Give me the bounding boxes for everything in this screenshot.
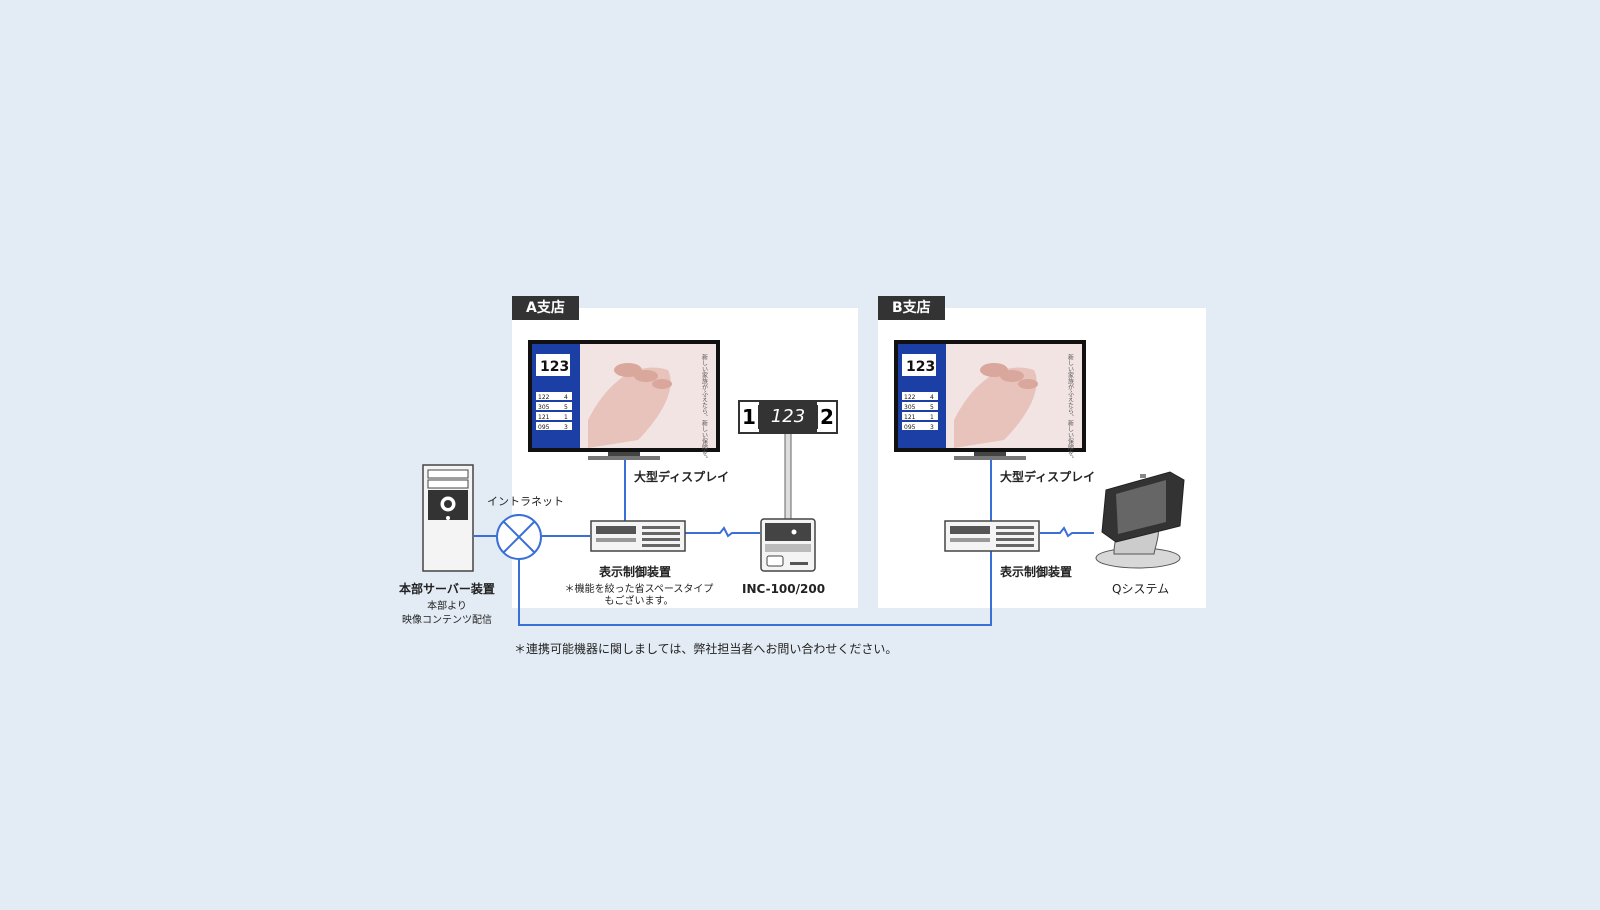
network-label: イントラネット — [487, 495, 564, 508]
server-sub-2: 映像コンテンツ配信 — [402, 615, 492, 626]
screen-row-to: 1 — [564, 414, 568, 421]
counter-right-number: 2 — [817, 405, 836, 429]
controller-a-device — [590, 520, 686, 552]
screen-row-to: 3 — [564, 424, 568, 431]
server-device — [422, 464, 474, 572]
branch-b-tag: B支店 — [878, 296, 945, 320]
inc-label: INC-100/200 — [742, 582, 826, 596]
controller-a-note-2: もございます。 — [604, 596, 674, 607]
screen-ad-text: 新しい家族がふえたら、新しい保険を。 — [1067, 353, 1074, 462]
line-controller-b-q — [1040, 526, 1094, 538]
screen-row-from: 095 — [538, 424, 550, 431]
large-display-b: 123 122 4 305 5 121 1 095 3 新しい家族がふえたら、新しい保険を。 — [894, 340, 1086, 462]
footnote: ＊連携可能機器に関しましては、弊社担当者へお問い合わせください。 — [514, 642, 898, 656]
server-label: 本部サーバー装置 — [399, 582, 495, 596]
counter-display: 1 123 2 — [738, 400, 838, 434]
screen-number-a: 123 — [540, 359, 569, 375]
controller-a-label: 表示制御装置 — [599, 565, 672, 579]
controller-b-label: 表示制御装置 — [1000, 565, 1073, 579]
screen-row-to: 5 — [930, 404, 934, 411]
line-controller-a-inc — [684, 526, 760, 538]
inc-device — [760, 518, 816, 572]
line-intranet-branch-b — [518, 545, 992, 626]
screen-row-to: 5 — [564, 404, 568, 411]
counter-left-number: 1 — [740, 405, 759, 429]
controller-b-device — [944, 520, 1040, 552]
screen-row-from: 122 — [538, 394, 550, 401]
screen-row-to: 4 — [564, 394, 568, 401]
screen-row-from: 121 — [538, 414, 550, 421]
screen-row-to: 4 — [930, 394, 934, 401]
screen-row-from: 305 — [538, 404, 550, 411]
screen-row-to: 1 — [930, 414, 934, 421]
screen-row-from: 122 — [904, 394, 916, 401]
screen-number-b: 123 — [906, 359, 935, 375]
branch-a-tag: A支店 — [512, 296, 579, 320]
q-system-label: Qシステム — [1112, 582, 1170, 596]
counter-value: 123 — [759, 402, 817, 432]
screen-row-from: 095 — [904, 424, 916, 431]
screen-row-from: 121 — [904, 414, 916, 421]
q-system-device — [1095, 471, 1185, 569]
screen-row-from: 305 — [904, 404, 916, 411]
server-sub-1: 本部より — [427, 601, 467, 612]
screen-ad-text: 新しい家族がふえたら、新しい保険を。 — [701, 353, 708, 462]
intranet-node — [496, 514, 542, 560]
display-a-label: 大型ディスプレイ — [634, 470, 730, 484]
display-b-label: 大型ディスプレイ — [1000, 470, 1096, 484]
screen-row-to: 3 — [930, 424, 934, 431]
controller-a-note-1: ＊機能を絞った省スペースタイプ — [564, 584, 714, 595]
large-display-a: 123 122 4 305 5 121 1 095 3 新しい家族がふえたら、新しい保険を。 — [528, 340, 720, 462]
counter-pole — [784, 431, 792, 521]
